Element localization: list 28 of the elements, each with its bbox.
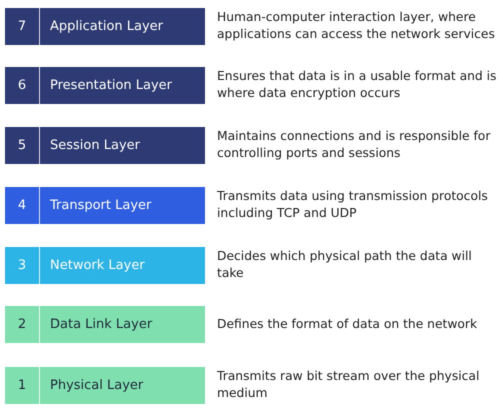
layer-description: Transmits data using transmission protocols including TCP and UDP bbox=[217, 188, 489, 222]
layer-number: 6 bbox=[5, 67, 40, 104]
layer-number: 3 bbox=[5, 247, 40, 284]
layer-description: Ensures that data is in a usable format and is where data encryption occurs bbox=[217, 68, 498, 102]
layer-bar bbox=[5, 367, 205, 404]
layer-name: Presentation Layer bbox=[49, 78, 172, 93]
layer-bar bbox=[5, 247, 205, 284]
layer-name: Data Link Layer bbox=[49, 317, 152, 332]
layer-number: 1 bbox=[5, 367, 40, 404]
layer-bar bbox=[5, 306, 205, 343]
layer-name: Network Layer bbox=[49, 258, 145, 273]
layer-number: 4 bbox=[5, 187, 40, 224]
layer-name: Physical Layer bbox=[49, 378, 144, 393]
layer-number: 5 bbox=[5, 127, 40, 164]
layer-bar bbox=[5, 8, 205, 45]
layer-description: Human-computer interaction layer, where applications can access the network services bbox=[217, 9, 496, 43]
layer-name: Session Layer bbox=[49, 138, 140, 153]
layer-description: Transmits raw bit stream over the physical medium bbox=[217, 368, 480, 402]
layer-bar bbox=[5, 67, 205, 104]
layer-description: Maintains connections and is responsible for controlling ports and sessions bbox=[217, 128, 492, 162]
layer-bar bbox=[5, 187, 205, 224]
layer-number: 2 bbox=[5, 306, 40, 343]
layer-description: Defines the format of data on the network bbox=[217, 316, 478, 332]
layer-description: Decides which physical path the data will take bbox=[217, 248, 473, 282]
layer-number: 7 bbox=[5, 8, 40, 45]
layer-name: Application Layer bbox=[49, 19, 164, 34]
layer-bar bbox=[5, 127, 205, 164]
layer-name: Transport Layer bbox=[49, 198, 152, 213]
